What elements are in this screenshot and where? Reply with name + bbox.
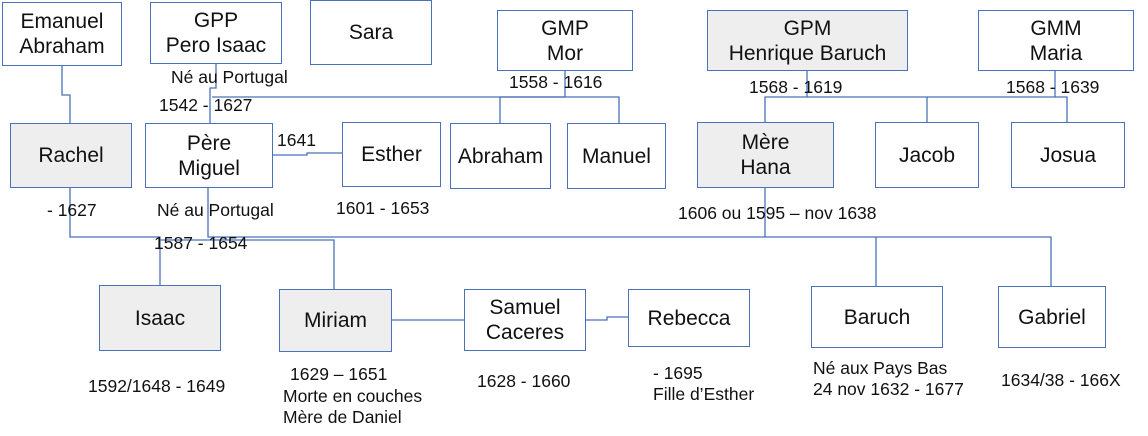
person-name: Josua — [1039, 143, 1097, 167]
person-name: Samuel — [489, 296, 561, 319]
person-isaac[interactable]: Isaac — [99, 285, 221, 351]
baruch-birthplace: Né aux Pays Bas — [813, 358, 948, 378]
rachel-dates: - 1627 — [47, 200, 97, 220]
person-name: Rachel — [38, 144, 104, 167]
person-role: GPM — [783, 16, 832, 40]
person-jacob[interactable]: Jacob — [875, 122, 979, 188]
person-name: Henrique Baruch — [728, 41, 887, 65]
person-name: Baruch — [843, 305, 911, 329]
person-name: Caceres — [485, 321, 565, 344]
gpp-dates: 1542 - 1627 — [159, 95, 253, 115]
person-role: GMP — [541, 16, 589, 40]
rebecca-dates: - 1695 — [653, 363, 703, 383]
person-name: Abraham — [457, 144, 544, 168]
isaac-dates: 1592/1648 - 1649 — [88, 376, 226, 396]
pere-miguel-dates: 1587 - 1654 — [154, 233, 248, 253]
miriam-note-death: Morte en couches — [283, 386, 423, 406]
connector-miguel-esther — [272, 152, 342, 156]
person-name: Sara — [348, 21, 394, 44]
connector-samuel-rebecca — [586, 316, 628, 321]
gabriel-dates: 1634/38 - 166X — [1001, 370, 1121, 390]
rebecca-note: Fille d’Esther — [653, 384, 755, 404]
person-role: GPP — [193, 9, 239, 32]
marriage-year: 1641 — [277, 130, 316, 150]
baruch-dates: 24 nov 1632 - 1677 — [813, 379, 964, 399]
person-role: Père — [186, 131, 232, 155]
gpm-dates: 1568 - 1619 — [749, 77, 843, 97]
esther-dates: 1601 - 1653 — [336, 198, 430, 218]
connector-miguel-line — [207, 188, 1052, 287]
pere-miguel-birthplace: Né au Portugal — [157, 200, 274, 220]
person-name: Pero Isaac — [165, 34, 267, 57]
person-name: Jacob — [898, 143, 956, 167]
person-gabriel[interactable]: Gabriel — [998, 286, 1106, 348]
gmp-dates: 1558 - 1616 — [509, 72, 603, 92]
person-name: Abraham — [19, 35, 105, 58]
connector-emanuel-rachel — [61, 66, 71, 123]
person-name: Esther — [361, 143, 422, 166]
person-name: Emanuel — [20, 10, 104, 33]
miriam-dates: 1629 – 1651 — [290, 364, 388, 384]
mere-hana-dates: 1606 ou 1595 – nov 1638 — [678, 203, 877, 223]
person-rebecca[interactable]: Rebecca — [628, 289, 750, 347]
person-name: Hana — [740, 156, 791, 179]
person-name: Isaac — [134, 306, 186, 330]
connector-gpp-pere-miguel — [209, 64, 217, 123]
person-name: Miguel — [178, 156, 240, 180]
person-miriam[interactable]: Miriam — [279, 289, 392, 352]
person-name: Gabriel — [1018, 305, 1086, 329]
person-rachel[interactable]: Rachel — [10, 123, 132, 188]
connector-rachel-children — [69, 188, 161, 287]
person-role: GMM — [1030, 16, 1082, 40]
person-sara[interactable]: Sara — [310, 0, 432, 65]
gpp-birthplace: Né au Portugal — [171, 67, 288, 87]
person-name: Rebecca — [647, 306, 731, 330]
person-baruch[interactable]: Baruch — [811, 286, 943, 348]
person-esther[interactable]: Esther — [342, 122, 441, 187]
person-role: Mère — [741, 131, 790, 154]
person-josua[interactable]: Josua — [1011, 122, 1125, 188]
person-manuel[interactable]: Manuel — [567, 123, 666, 189]
person-name: Maria — [1029, 41, 1083, 65]
samuel-caceres-dates: 1628 - 1660 — [477, 371, 571, 391]
connector-gpm-gmm-children — [764, 96, 1068, 123]
person-name: Manuel — [582, 144, 651, 168]
person-name: Mor — [546, 41, 584, 65]
connector-gmp-children — [499, 96, 620, 123]
person-name: Miriam — [304, 309, 367, 332]
gmm-dates: 1568 - 1639 — [1006, 77, 1100, 97]
connector-miriam — [160, 239, 335, 289]
person-abraham[interactable]: Abraham — [450, 123, 551, 189]
miriam-note-mother: Mère de Daniel — [283, 407, 402, 427]
